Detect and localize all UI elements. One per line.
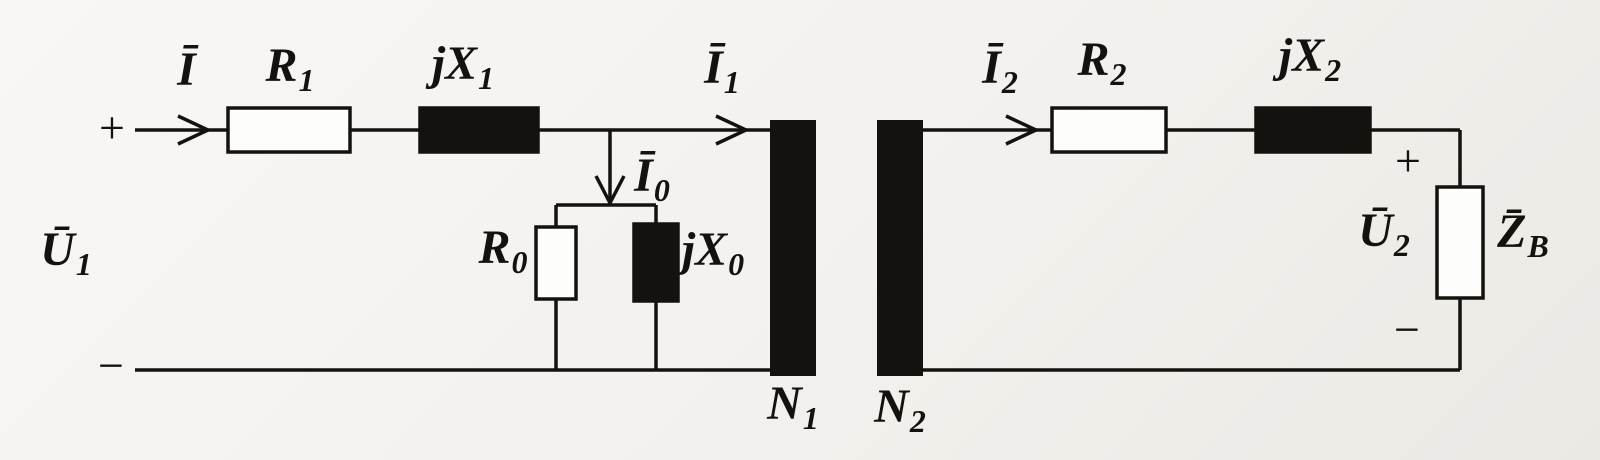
label-jX1: jX1: [431, 37, 495, 96]
current-arrow-I0: [594, 175, 626, 207]
label-current-I: Ī: [177, 43, 196, 96]
minus-terminal-primary: −: [98, 340, 124, 391]
label-current-I0: Ī0: [634, 149, 670, 208]
plus-terminal-primary: +: [99, 102, 125, 153]
label-N1: N1: [767, 377, 819, 436]
reactance-jX2: [1254, 106, 1372, 154]
label-current-I1: Ī1: [704, 41, 740, 100]
label-jX0: jX0: [681, 223, 745, 282]
winding-N2-bar: [877, 120, 923, 376]
reactance-jX0: [632, 222, 680, 303]
resistor-R2: [1050, 106, 1168, 154]
current-arrow-I: [177, 114, 213, 146]
current-arrow-I1: [715, 114, 751, 146]
winding-N1-bar: [770, 120, 816, 376]
current-arrow-I2: [1005, 114, 1041, 146]
label-jX2: jX2: [1278, 29, 1342, 88]
current-arrows: [177, 114, 1041, 207]
resistor-R1: [226, 106, 352, 154]
label-R2: R2: [1077, 33, 1127, 92]
components: [226, 106, 1485, 376]
plus-terminal-secondary: +: [1395, 135, 1421, 186]
label-N2: N2: [874, 380, 926, 439]
label-R0: R0: [478, 221, 528, 280]
label-current-I2: Ī2: [982, 41, 1018, 100]
reactance-jX1: [418, 106, 540, 154]
resistor-R0: [534, 225, 578, 301]
label-U1: Ū1: [40, 223, 92, 282]
minus-terminal-secondary: −: [1394, 304, 1420, 355]
label-U2: Ū2: [1358, 204, 1410, 263]
label-ZB: Z̄B: [1497, 205, 1549, 264]
wires: [135, 128, 1462, 372]
label-R1: R1: [265, 39, 315, 98]
load-ZB: [1435, 185, 1485, 300]
